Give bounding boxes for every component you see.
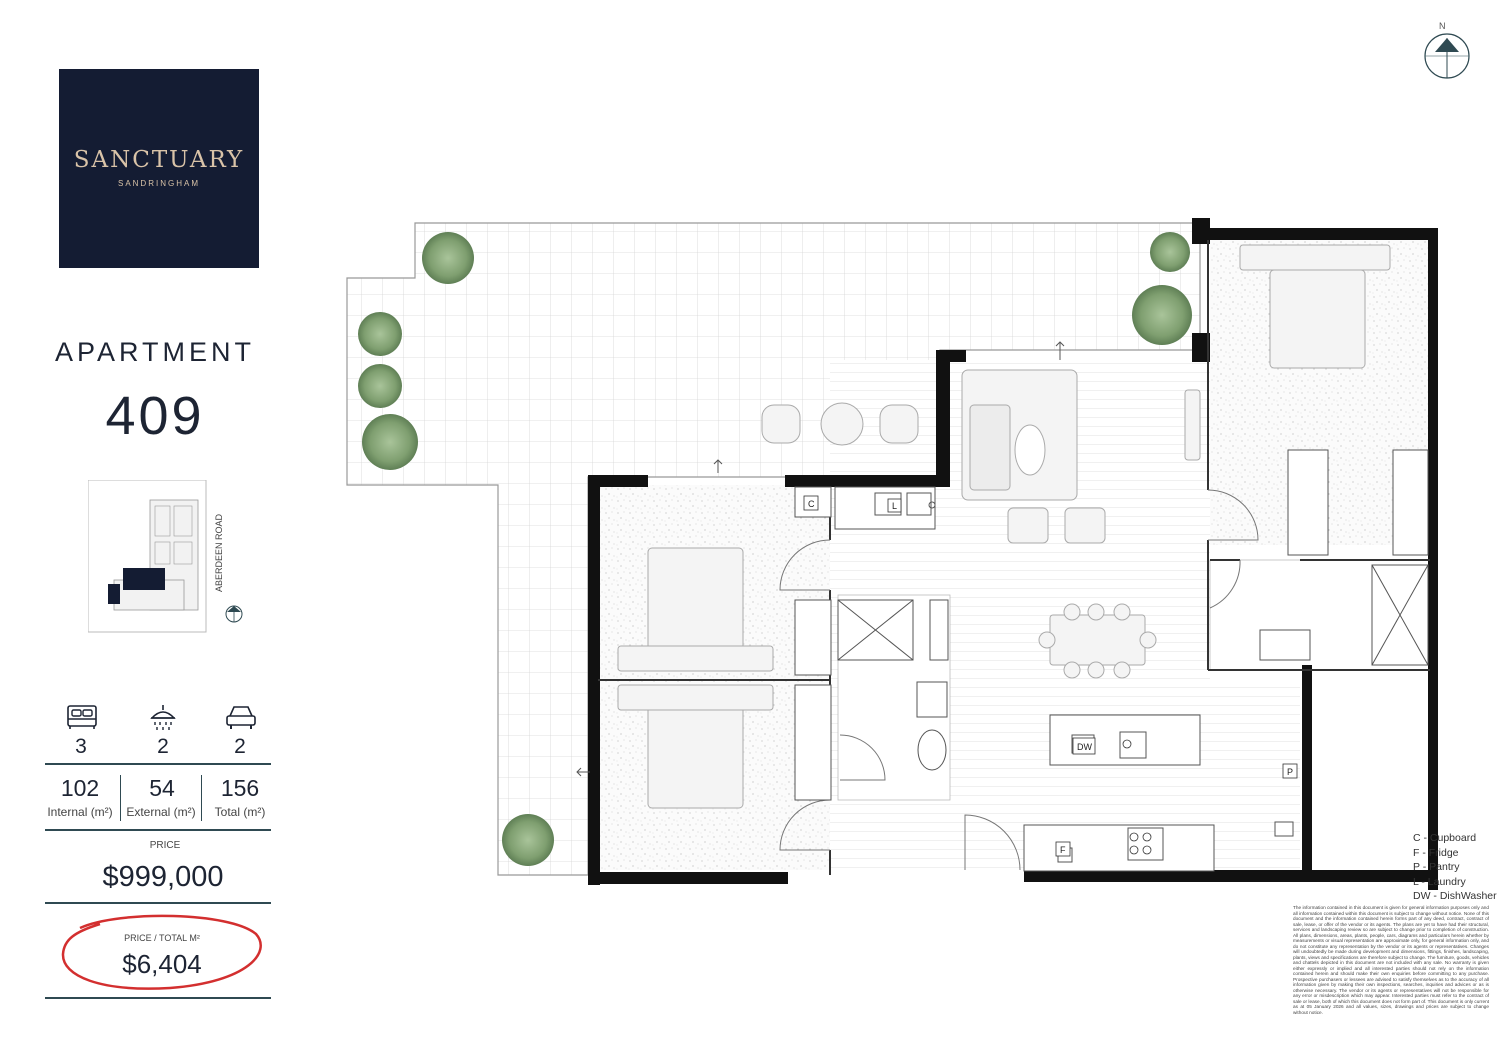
cupboard <box>794 486 832 518</box>
disclaimer: The information contained in this docume… <box>1293 905 1489 1015</box>
laundry-label: L <box>892 501 897 511</box>
bed-2 <box>647 547 744 659</box>
total-area-label: Total (m²) <box>214 805 266 819</box>
floor-plan: C L DW P F <box>346 218 1438 890</box>
price-value: $999,000 <box>102 861 224 893</box>
brand-name: SANCTUARY <box>73 147 245 173</box>
north-label: N <box>1439 21 1446 31</box>
price-per-m2-value: $6,404 <box>122 949 202 979</box>
cupboard-label: C <box>808 499 815 509</box>
key-plan: ABERDEEN ROAD <box>88 480 243 633</box>
brand-logo: SANCTUARY SANDRINGHAM <box>59 69 259 268</box>
legend-item: P - Pantry <box>1413 861 1460 873</box>
divider <box>45 829 271 831</box>
price-per-m2-label: PRICE / TOTAL M² <box>124 933 200 943</box>
external-area-label: External (m²) <box>126 805 196 819</box>
apartment-number: 409 <box>105 386 205 446</box>
legend-item: L - Laundry <box>1413 875 1466 888</box>
divider <box>45 902 271 904</box>
outdoor-table <box>820 402 864 446</box>
divider <box>120 775 121 821</box>
price-label: PRICE <box>149 840 181 851</box>
car-icon <box>226 706 256 729</box>
mini-compass-icon <box>225 605 243 623</box>
divider <box>45 763 271 765</box>
internal-area: 102 <box>60 775 100 801</box>
apartment-marker <box>123 568 165 590</box>
master-bed <box>1269 269 1366 369</box>
divider <box>201 775 202 821</box>
fridge-label: F <box>1060 845 1066 855</box>
bed-icon <box>67 705 97 729</box>
legend-item: C - Cupboard <box>1413 832 1477 844</box>
highlight-circle <box>61 914 262 990</box>
total-area: 156 <box>220 775 260 801</box>
bedroom-2 <box>598 485 830 870</box>
shrubs <box>358 232 1192 866</box>
pantry-label: P <box>1287 767 1293 777</box>
shower-icon <box>150 705 176 730</box>
legend: C - Cupboard F - Fridge P - Pantry L - L… <box>1413 831 1497 904</box>
legend-item: DW - DishWasher <box>1413 890 1497 902</box>
pantry <box>1274 821 1294 837</box>
internal-area-label: Internal (m²) <box>47 805 113 819</box>
apartment-label: APARTMENT <box>54 337 256 367</box>
north-arrow-icon: N <box>1424 21 1470 79</box>
dining-table <box>1049 614 1146 666</box>
divider <box>45 997 271 999</box>
carspace-count: 2 <box>234 735 246 758</box>
walls <box>588 218 1438 890</box>
external-area: 54 <box>149 775 175 801</box>
bathroom-count: 2 <box>157 735 169 758</box>
brand-subtitle: SANDRINGHAM <box>117 179 200 188</box>
bedroom-count: 3 <box>75 735 87 758</box>
road-label: ABERDEEN ROAD <box>214 513 224 592</box>
dishwasher-label: DW <box>1077 742 1092 752</box>
legend-item: F - Fridge <box>1413 846 1459 859</box>
